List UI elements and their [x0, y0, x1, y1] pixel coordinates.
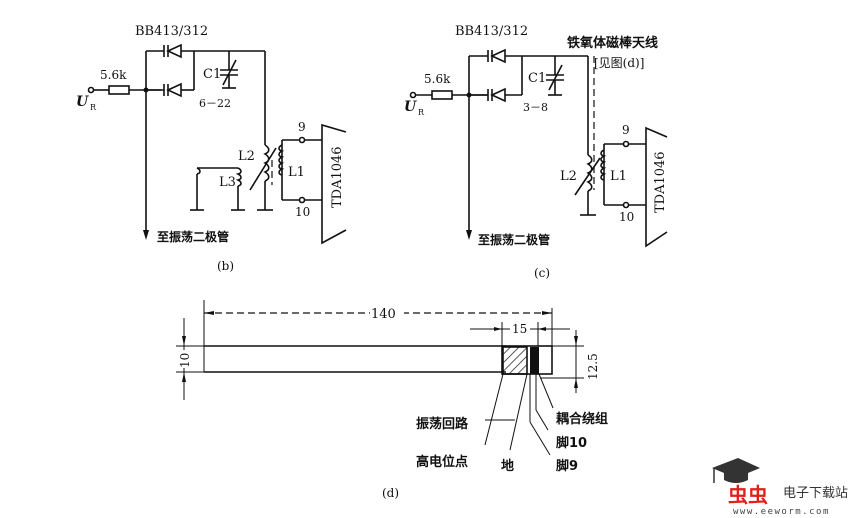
diode-label-b: BB413/312 — [135, 24, 208, 39]
cap-range-c: 3－8 — [523, 101, 548, 114]
pin-10-label-c: 10 — [619, 210, 634, 224]
resistor-label-b: 5.6k — [100, 68, 127, 82]
site-name: 电子下载站 — [783, 486, 848, 501]
ic-tda1046-c — [645, 126, 668, 248]
coil-l2-c — [586, 154, 593, 192]
input-label-c: U — [404, 99, 417, 115]
coil-l3-label-b: L3 — [219, 175, 236, 190]
label-pin9: 脚9 — [556, 458, 578, 474]
dim-height-label: 12.5 — [586, 353, 600, 380]
oscillator-winding — [502, 346, 528, 375]
leader-pin9 — [529, 421, 551, 456]
leader-pin10 — [535, 409, 549, 431]
varactor-diode-lower-b — [166, 82, 182, 98]
cap-label-b: C1 — [203, 67, 221, 82]
input-label-b: U — [76, 94, 89, 110]
coil-l1-label-b: L1 — [288, 165, 305, 180]
varactor-diode-upper-c — [490, 48, 506, 64]
coil-l2-label-b: L2 — [238, 149, 255, 164]
label-coupling: 耦合绕组 — [556, 411, 608, 427]
antenna-label-c: 铁氧体磁棒天线 — [566, 35, 658, 51]
to-diode-label-b: 至振荡二极管 — [157, 229, 229, 244]
pin-10-label-b: 10 — [295, 205, 310, 219]
arrow-down-b — [143, 230, 149, 240]
logo-text: 虫虫 — [728, 483, 768, 507]
caption-b: (b) — [217, 259, 234, 273]
input-subscript-c: R — [418, 108, 425, 117]
ic-label-b: TDA1046 — [330, 146, 345, 208]
input-terminal-b — [87, 86, 95, 94]
dim-winding-label: 15 — [512, 322, 527, 336]
varactor-diode-lower-c — [490, 87, 506, 103]
watermark-logo: 虫虫 电子下载站 www.eeworm.com — [712, 458, 848, 517]
arrow-down-c — [466, 230, 472, 240]
coil-l3-b — [235, 167, 242, 187]
figure-c: BB413/312 铁氧体磁棒天线 [见图(d)] 5.6k U R 至振荡二极… — [404, 24, 668, 280]
coil-l1-c — [600, 149, 607, 181]
ic-tda1046-b — [321, 123, 347, 245]
leader-ground — [509, 373, 528, 451]
coil-l2-b — [263, 144, 270, 182]
resistor-c — [431, 90, 453, 100]
cap-label-c: C1 — [528, 71, 546, 86]
leader-coupling — [538, 373, 554, 409]
antenna-ref-c: [见图(d)] — [594, 56, 644, 70]
figure-b: BB413/312 5.6k U R 至振荡二极管 C1 6－ — [76, 24, 347, 273]
caption-c: (c) — [534, 266, 550, 280]
input-terminal-c — [409, 91, 417, 99]
figure-d: 140 15 10 12.5 振荡回路 高电位点 地 — [176, 300, 608, 500]
label-ground: 地 — [501, 458, 514, 474]
label-high-potential: 高电位点 — [416, 454, 468, 470]
caption-d: (d) — [382, 486, 399, 500]
to-diode-label-c: 至振荡二极管 — [478, 232, 550, 247]
input-subscript-b: R — [90, 103, 97, 112]
label-pin10: 脚10 — [556, 435, 587, 451]
leader-high-potential — [484, 373, 504, 446]
ic-label-c: TDA1046 — [653, 151, 668, 213]
coupling-winding — [530, 347, 539, 374]
dim-length-label: 140 — [371, 307, 396, 322]
coil-l1-label-c: L1 — [610, 169, 627, 184]
diode-label-c: BB413/312 — [455, 24, 528, 39]
dim-diameter-label: 10 — [178, 353, 192, 368]
resistor-label-c: 5.6k — [424, 72, 451, 86]
resistor-b — [108, 85, 130, 95]
label-osc-loop: 振荡回路 — [416, 416, 469, 432]
coil-l1-b — [278, 144, 285, 176]
pin-9-label-c: 9 — [622, 123, 630, 137]
coil-l2-label-c: L2 — [560, 169, 577, 184]
pin-9-label-b: 9 — [298, 120, 306, 134]
varactor-diode-upper-b — [166, 43, 182, 59]
cap-range-b: 6－22 — [199, 97, 231, 110]
site-url: www.eeworm.com — [733, 507, 830, 517]
